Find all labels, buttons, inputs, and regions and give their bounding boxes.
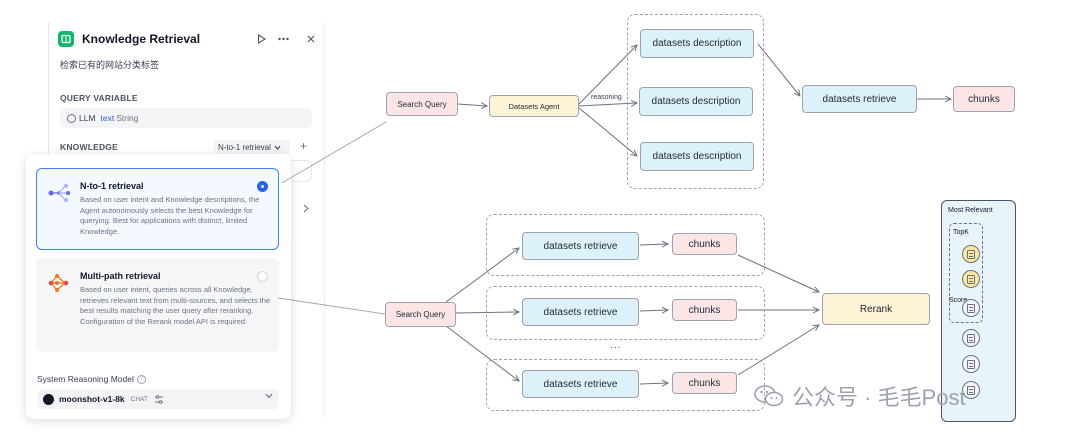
option-title: Multi-path retrieval — [80, 271, 161, 281]
knowledge-retrieval-icon — [58, 31, 74, 47]
datasets-retrieve-node: datasets retrieve — [522, 370, 639, 398]
model-name: moonshot-v1-8k — [59, 394, 125, 404]
n-to-1-retrieval-icon — [48, 184, 70, 202]
reasoning-label: reasoning — [591, 94, 622, 101]
play-icon[interactable] — [252, 30, 270, 48]
descriptions-group — [627, 14, 764, 189]
query-variable-field[interactable]: LLM text String — [60, 108, 312, 128]
most-relevant-label: Most Relevant — [948, 207, 993, 214]
retrieval-path-group — [486, 359, 765, 411]
datasets-description-node: datasets description — [640, 29, 754, 58]
option-radio-selected[interactable] — [257, 181, 268, 192]
moonshot-logo-icon — [43, 393, 54, 405]
chevron-down-icon[interactable] — [265, 393, 273, 399]
panel-title: Knowledge Retrieval — [82, 32, 201, 46]
rerank-node: Rerank — [822, 293, 930, 325]
retrieval-mode-select[interactable]: N-to-1 retrieval — [214, 140, 290, 154]
panel-header: Knowledge Retrieval — [58, 28, 320, 50]
document-icon — [962, 299, 980, 317]
more-paths-ellipsis: ... — [610, 340, 622, 351]
document-icon — [962, 381, 980, 399]
model-select[interactable]: moonshot-v1-8k CHAT — [37, 389, 279, 409]
search-query-node: Search Query — [385, 302, 456, 327]
system-reasoning-model-label: System Reasoning Model ? — [37, 374, 146, 384]
close-icon[interactable] — [302, 30, 320, 48]
datasets-agent-node: Datasets Agent — [489, 95, 579, 117]
datasets-retrieve-node: datasets retrieve — [522, 298, 639, 326]
add-knowledge-button[interactable]: + — [300, 139, 308, 153]
help-icon[interactable]: ? — [136, 374, 146, 384]
option-multi-path-retrieval[interactable]: Multi-path retrieval Based on user inten… — [36, 258, 279, 352]
more-icon[interactable] — [274, 30, 292, 48]
query-variable-name: text — [100, 113, 115, 123]
datasets-description-node: datasets description — [639, 87, 753, 116]
knowledge-label: KNOWLEDGE — [60, 142, 118, 152]
topk-box — [949, 223, 983, 323]
option-description: Based on user intent and Knowledge descr… — [80, 195, 260, 236]
document-icon — [962, 329, 980, 347]
query-variable-type: String — [116, 113, 139, 123]
watermark: 公众号 · 毛毛Post — [754, 381, 966, 411]
query-variable-source: LLM — [79, 113, 96, 123]
document-icon — [962, 270, 980, 288]
chunks-node: chunks — [953, 86, 1015, 112]
retrieval-path-group — [486, 214, 765, 276]
chunks-node: chunks — [672, 299, 737, 321]
document-icon — [962, 245, 980, 263]
topk-label: TopK — [953, 229, 969, 236]
query-variable-label: QUERY VARIABLE — [60, 93, 138, 103]
system-reasoning-model-text: System Reasoning Model — [37, 374, 134, 384]
tune-icon[interactable] — [154, 394, 164, 404]
search-query-node: Search Query — [386, 92, 458, 116]
retrieval-mode-value: N-to-1 retrieval — [218, 142, 271, 152]
retrieval-path-group — [486, 286, 765, 340]
watermark-text: 公众号 · 毛毛Post — [792, 385, 966, 410]
option-radio-unselected[interactable] — [257, 271, 268, 282]
chunks-node: chunks — [672, 233, 737, 255]
option-n-to-1-retrieval[interactable]: N-to-1 retrieval Based on user intent an… — [36, 168, 279, 250]
datasets-retrieve-node: datasets retrieve — [802, 85, 917, 113]
option-description: Based on user intent, queries across all… — [80, 285, 271, 326]
panel-description[interactable]: 检索已有的网站分类标签 — [60, 60, 160, 70]
chevron-right-icon[interactable] — [303, 204, 309, 216]
wechat-icon — [754, 385, 784, 407]
multi-path-retrieval-icon — [48, 274, 69, 292]
datasets-description-node: datasets description — [640, 142, 754, 171]
chevron-down-icon — [274, 145, 281, 150]
llm-icon — [67, 113, 76, 123]
document-icon — [962, 355, 980, 373]
chunks-node: chunks — [672, 372, 737, 394]
datasets-retrieve-node: datasets retrieve — [522, 232, 639, 260]
score-label: Score — [949, 297, 968, 304]
model-badge: CHAT — [130, 395, 148, 403]
option-title: N-to-1 retrieval — [80, 181, 144, 191]
